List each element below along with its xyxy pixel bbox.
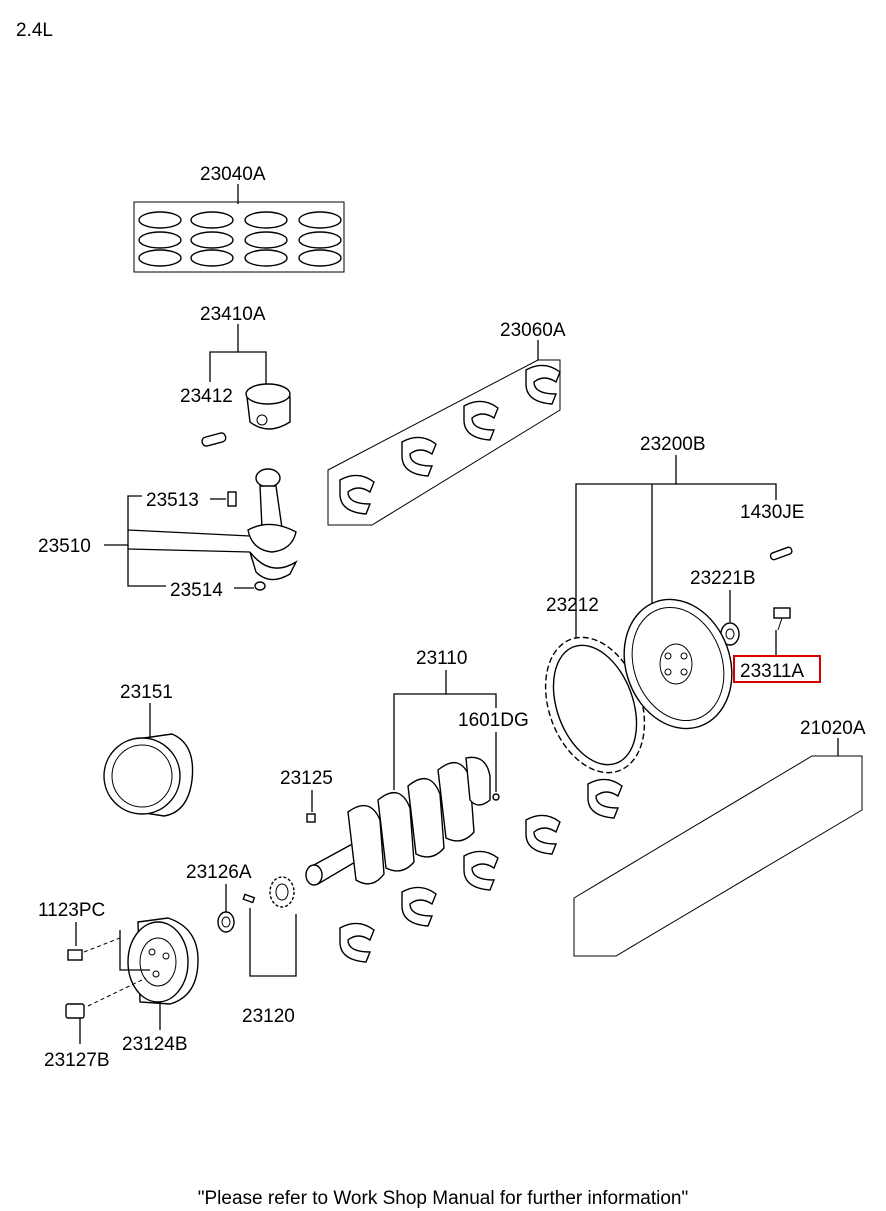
callout-23200B[interactable]: 23200B [640, 434, 706, 455]
callout-23311A[interactable]: 23311A [740, 661, 804, 682]
callout-1430JE[interactable]: 1430JE [740, 502, 804, 523]
leader-piston [238, 351, 267, 384]
piston [245, 383, 291, 430]
callout-23410A[interactable]: 23410A [200, 304, 266, 325]
leader-23510-top [104, 495, 142, 546]
callout-23060A[interactable]: 23060A [500, 320, 566, 341]
highlight-box-23311A [733, 655, 821, 683]
callout-23126A[interactable]: 23126A [186, 862, 252, 883]
rod-nut [254, 581, 266, 591]
ring-gear [544, 636, 646, 774]
callout-23513[interactable]: 23513 [146, 490, 199, 511]
engine-label: 2.4L [16, 20, 53, 41]
crankshaft [305, 756, 491, 886]
callout-23212[interactable]: 23212 [546, 595, 599, 616]
connecting-rod [227, 468, 297, 553]
woodruff-key [306, 813, 316, 823]
dowel-pin [769, 546, 793, 561]
flywheel-bolt [773, 607, 791, 631]
leader-23510-bottom [127, 545, 166, 587]
leader-1430JE [676, 483, 777, 500]
callout-1123PC[interactable]: 1123PC [38, 900, 105, 921]
rod-bearing [249, 551, 298, 581]
leader-23412 [209, 324, 239, 382]
leader-23120 [249, 908, 297, 977]
callout-23124B[interactable]: 23124B [122, 1034, 188, 1055]
callout-23514[interactable]: 23514 [170, 580, 223, 601]
callout-23127B[interactable]: 23127B [44, 1050, 110, 1071]
bolt-axis-lower [87, 977, 147, 1007]
crank-sprocket [269, 876, 295, 908]
callout-23125[interactable]: 23125 [280, 768, 333, 789]
callout-23412[interactable]: 23412 [180, 386, 233, 407]
pulley-bolt-small [67, 949, 83, 961]
leader-23510-bearing [127, 548, 251, 553]
thrust-bearing [103, 733, 194, 817]
pulley-bolt [65, 1003, 85, 1019]
upper-main-bearings [327, 359, 561, 526]
leader-23124B-upper [119, 930, 150, 971]
crank-pulley [127, 917, 199, 1005]
leader-23212 [575, 455, 677, 640]
callout-23120[interactable]: 23120 [242, 1006, 295, 1027]
piston-ring-set [133, 201, 345, 273]
footer-note: "Please refer to Work Shop Manual for fu… [198, 1188, 688, 1209]
callout-23151[interactable]: 23151 [120, 682, 173, 703]
callout-23040A[interactable]: 23040A [200, 164, 266, 185]
callout-23510[interactable]: 23510 [38, 536, 91, 557]
lower-main-bearings [339, 755, 863, 963]
sprocket-key [242, 893, 256, 904]
callout-23221B[interactable]: 23221B [690, 568, 756, 589]
leader-23510-rod [127, 529, 251, 537]
oil-seal-spacer [217, 911, 235, 933]
callout-21020A[interactable]: 21020A [800, 718, 866, 739]
piston-pin [201, 432, 227, 447]
flywheel [623, 598, 733, 730]
callout-1601DG[interactable]: 1601DG [458, 710, 529, 731]
callout-23110[interactable]: 23110 [416, 648, 467, 669]
leader-23110 [393, 670, 447, 790]
bolt-axis-upper [83, 937, 121, 953]
crank-plug [492, 793, 500, 801]
leader-1601DG [446, 693, 497, 708]
pilot-bushing [720, 622, 740, 646]
